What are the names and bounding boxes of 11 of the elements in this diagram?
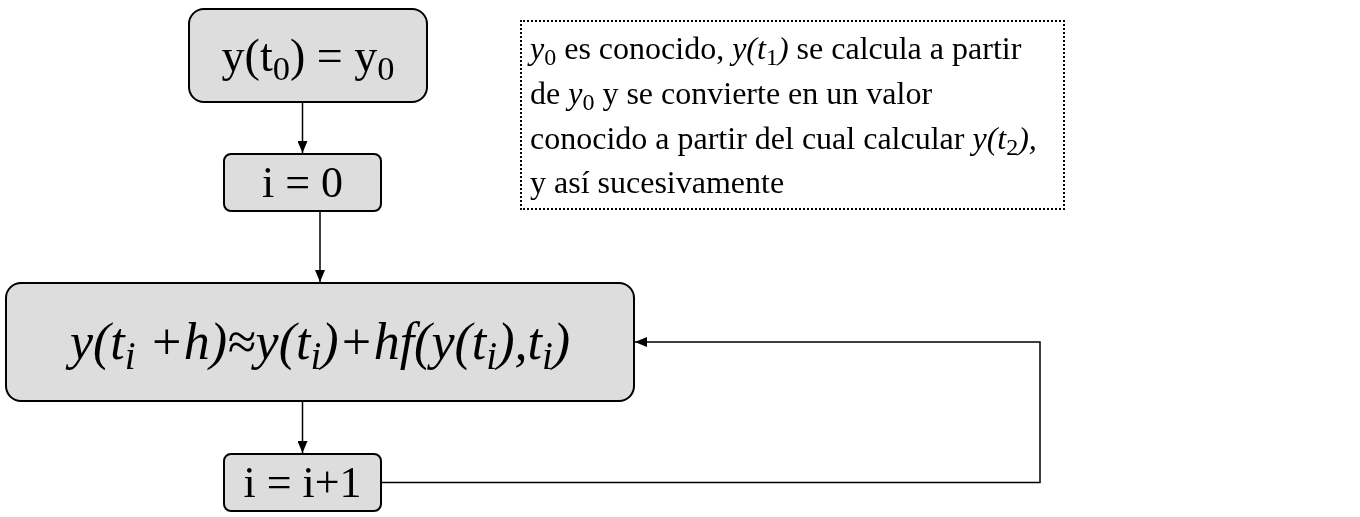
process-box <box>223 453 382 512</box>
arrow <box>315 211 325 283</box>
formula-text: i = i+1 <box>243 456 362 509</box>
formula-text: i = 0 <box>261 156 343 209</box>
arrow <box>297 401 308 454</box>
process-box <box>223 153 382 212</box>
formula-text: y(t$_{0}$) = y$_{0}$ <box>221 29 395 89</box>
arrow <box>297 102 308 154</box>
start-box <box>188 8 428 103</box>
formula-box <box>5 282 635 402</box>
arrow <box>381 337 1041 484</box>
